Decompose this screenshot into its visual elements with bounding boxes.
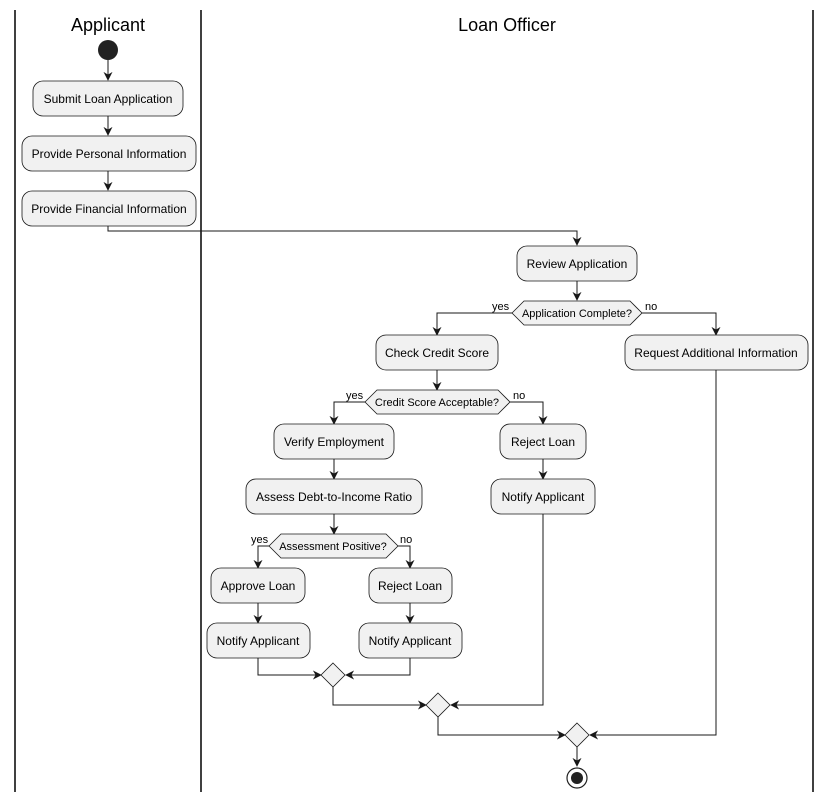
activity-provide-financial-information: Provide Financial Information: [21, 190, 197, 227]
activity-reject-loan-credit: Reject Loan: [499, 423, 587, 460]
decision-credit-score-acceptable: Credit Score Acceptable?: [364, 389, 511, 415]
branch-label-yes: yes: [346, 390, 364, 402]
edge-notify2-merge1: [257, 657, 322, 680]
edge-notify1-merge2: [450, 514, 544, 710]
activity-label: Provide Financial Information: [31, 202, 186, 216]
edge-complete-no: [642, 312, 721, 336]
branch-label-no: no: [400, 534, 412, 546]
edge-notify3-merge1: [345, 657, 411, 680]
activity-label: Reject Loan: [511, 435, 575, 449]
edge-financial-review: [107, 226, 582, 246]
activity-label: Notify Applicant: [502, 490, 585, 504]
activity-submit-loan-application: Submit Loan Application: [32, 80, 184, 117]
edge-complete-yes: [432, 312, 512, 336]
branch-label-yes: yes: [492, 301, 510, 313]
branch-label-no: no: [645, 301, 657, 313]
activity-review-application: Review Application: [516, 245, 638, 282]
activity-notify-applicant-credit: Notify Applicant: [490, 478, 596, 515]
activity-assess-debt-to-income-ratio: Assess Debt-to-Income Ratio: [245, 478, 423, 515]
merge-node-assessment: [320, 662, 346, 688]
merge-node-final: [564, 722, 590, 748]
edge-request-merge3: [589, 370, 717, 740]
activity-label: Verify Employment: [284, 435, 385, 449]
edges: [103, 60, 721, 767]
edge-credit-yes: [329, 401, 365, 425]
merge-node-credit: [425, 692, 451, 718]
decision-label: Assessment Positive?: [279, 541, 387, 553]
activity-approve-loan: Approve Loan: [210, 567, 306, 604]
activity-request-additional-information: Request Additional Information: [624, 334, 809, 371]
activity-label: Submit Loan Application: [44, 92, 173, 106]
lane-title-loan-officer: Loan Officer: [458, 15, 556, 35]
decision-assessment-positive: Assessment Positive?: [268, 533, 399, 559]
activity-notify-applicant-approve: Notify Applicant: [206, 622, 311, 659]
decision-label: Application Complete?: [522, 308, 632, 320]
edge-assess-yes: [253, 545, 269, 569]
activity-label: Check Credit Score: [385, 346, 489, 360]
edge-merge1-merge2: [332, 687, 427, 710]
edge-credit-no: [510, 401, 548, 425]
activity-label: Reject Loan: [378, 579, 442, 593]
activity-label: Notify Applicant: [217, 634, 300, 648]
activity-label: Notify Applicant: [369, 634, 452, 648]
activity-label: Assess Debt-to-Income Ratio: [256, 490, 412, 504]
activity-verify-employment: Verify Employment: [273, 423, 395, 460]
branch-label-yes: yes: [251, 534, 269, 546]
activity-label: Provide Personal Information: [32, 147, 187, 161]
activity-notify-applicant-reject: Notify Applicant: [358, 622, 463, 659]
branch-label-no: no: [513, 390, 525, 402]
decision-label: Credit Score Acceptable?: [375, 397, 499, 409]
activity-check-credit-score: Check Credit Score: [375, 334, 499, 371]
edge-merge2-merge3: [437, 717, 566, 740]
edge-assess-no: [398, 545, 415, 569]
decision-application-complete: Application Complete?: [511, 300, 643, 326]
start-node: [98, 40, 118, 60]
activity-reject-loan-assessment: Reject Loan: [368, 567, 453, 604]
end-node: [566, 767, 588, 789]
activity-label: Request Additional Information: [634, 346, 797, 360]
activity-label: Review Application: [527, 257, 628, 271]
lane-title-applicant: Applicant: [71, 15, 145, 35]
activity-provide-personal-information: Provide Personal Information: [21, 135, 197, 172]
activity-label: Approve Loan: [221, 579, 296, 593]
